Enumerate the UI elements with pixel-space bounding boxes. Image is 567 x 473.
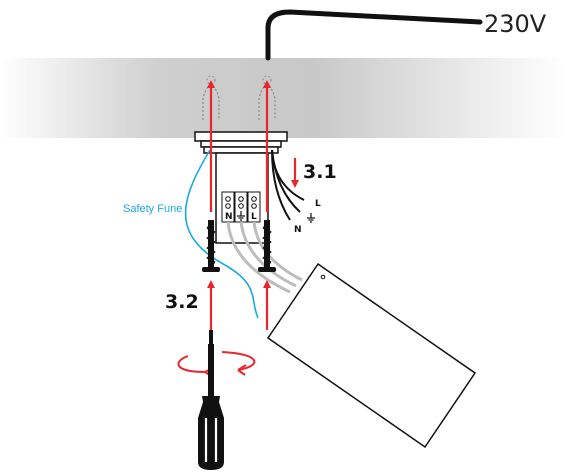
- step-label-upper: 3.1: [303, 161, 337, 183]
- safety-fuse-label: Safety Fune: [123, 203, 182, 215]
- step-label-lower: 3.2: [165, 291, 199, 313]
- screw-icon: [202, 220, 220, 272]
- ceiling: [0, 58, 567, 138]
- ground-symbol-icon: [307, 213, 315, 223]
- screw-icon: [258, 220, 276, 272]
- light-fixture: [266, 262, 477, 449]
- terminal-block: N L: [221, 191, 261, 223]
- mounting-base: [194, 131, 288, 154]
- supply-voltage-label: 230V: [484, 10, 547, 38]
- supply-wires: [271, 149, 305, 221]
- wire-label-neutral: N: [294, 225, 302, 235]
- terminal-label-neutral: N: [225, 212, 233, 222]
- ground-symbol-icon: [237, 211, 245, 221]
- screwdriver-icon: [198, 330, 224, 470]
- terminal-label-live: L: [251, 212, 257, 222]
- rotation-arrow-icon: [177, 351, 256, 378]
- supply-cable: [265, 9, 483, 61]
- wire-label-live: L: [315, 199, 321, 209]
